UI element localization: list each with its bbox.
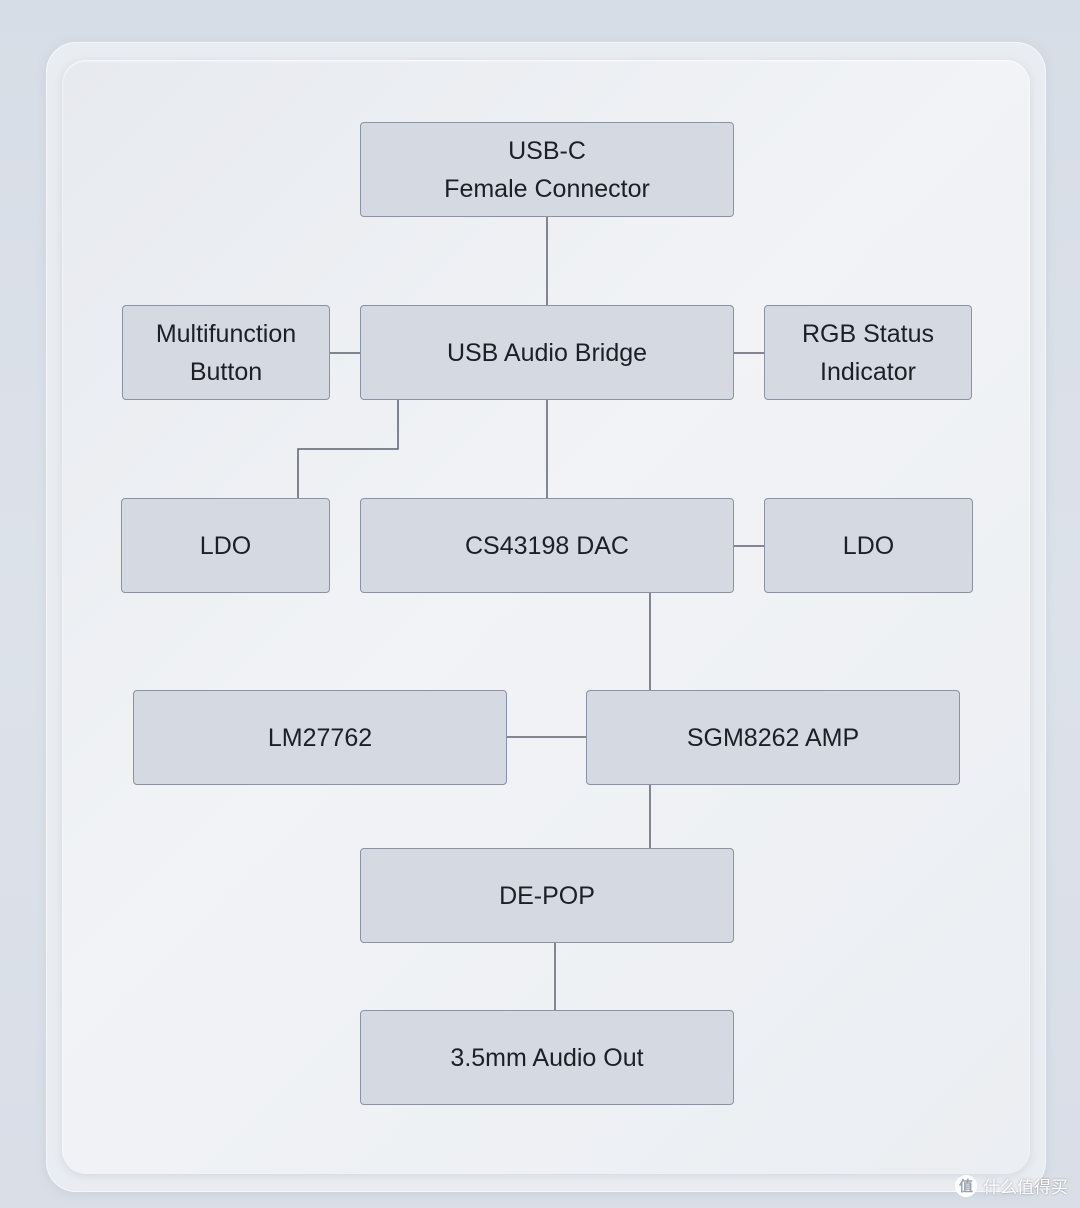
usb-audio-bridge-block: USB Audio Bridge: [360, 305, 734, 400]
ldo-right-block: LDO: [764, 498, 973, 593]
watermark: 值 什么值得买: [955, 1173, 1068, 1198]
watermark-text: 什么值得买: [983, 1178, 1068, 1197]
rgb-status-indicator-block: RGB Status Indicator: [764, 305, 972, 400]
dac-block: CS43198 DAC: [360, 498, 734, 593]
multifunction-button-block: Multifunction Button: [122, 305, 330, 400]
lm27762-block: LM27762: [133, 690, 507, 785]
diagram-panel: [62, 60, 1030, 1174]
amp-block: SGM8262 AMP: [586, 690, 960, 785]
watermark-logo-icon: 值: [955, 1174, 977, 1197]
audio-out-block: 3.5mm Audio Out: [360, 1010, 734, 1105]
ldo-left-block: LDO: [121, 498, 330, 593]
usb-c-connector-block: USB-C Female Connector: [360, 122, 734, 217]
de-pop-block: DE-POP: [360, 848, 734, 943]
connector-bridge-ldo-left: [297, 400, 399, 498]
